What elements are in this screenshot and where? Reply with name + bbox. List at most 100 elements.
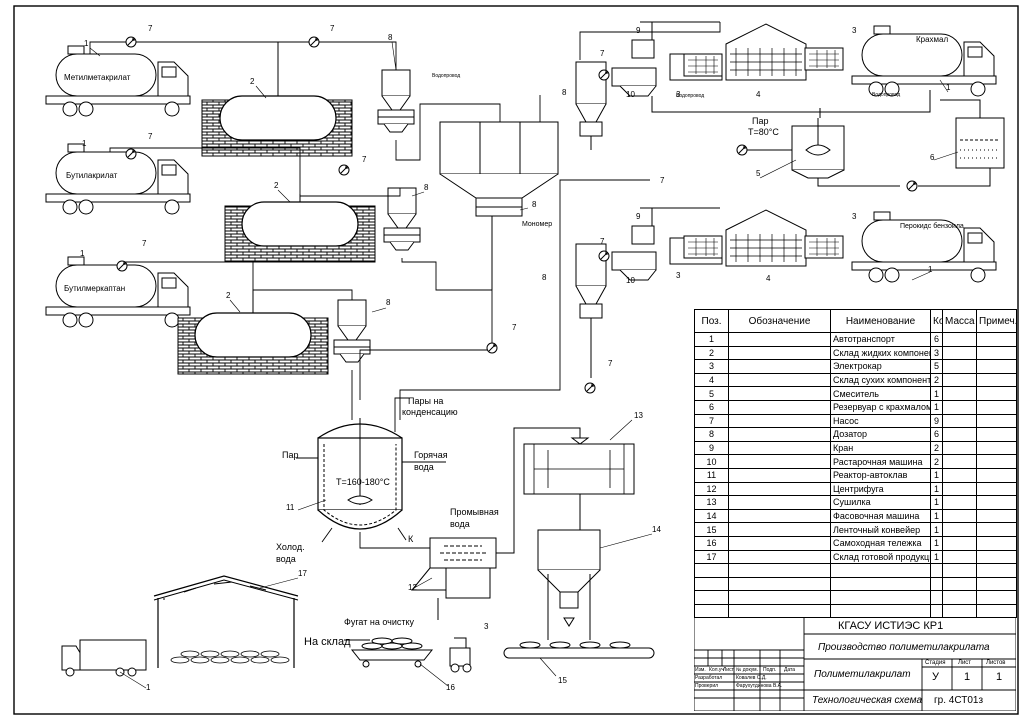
spec-cell-qty: 2 <box>930 440 943 456</box>
spec-cell-designation <box>728 359 831 374</box>
spec-blank-row <box>694 603 1017 619</box>
starch-tank <box>955 117 1005 169</box>
centrifuge: Промывная вода <box>410 427 581 620</box>
spec-cell-pos: 10 <box>694 454 729 469</box>
spec-blank-cell <box>830 590 931 605</box>
spec-blank-cell <box>830 603 931 619</box>
spec-cell-designation <box>728 508 831 524</box>
spec-cell-mass <box>942 549 977 565</box>
spec-cell-designation <box>728 522 831 537</box>
title-block: КГАСУ ИСТИЭС КР1 Производство полиметила… <box>694 617 1016 711</box>
liquid-storage-3 <box>177 304 329 375</box>
spec-cell-pos: 12 <box>694 481 729 497</box>
spec-blank-cell <box>694 563 729 578</box>
dry-line-middle <box>575 207 844 378</box>
svg-text:5: 5 <box>756 169 761 178</box>
svg-text:3: 3 <box>852 212 857 221</box>
spec-cell-note <box>976 427 1017 442</box>
stamp-sheet-label: Лист <box>958 660 972 666</box>
pump-3 <box>125 148 137 160</box>
spec-cell-qty: 1 <box>930 522 943 537</box>
spec-blank-cell <box>930 590 943 605</box>
spec-cell-qty: 3 <box>930 345 943 361</box>
stamp-col-count: Кол.уч <box>709 667 724 673</box>
svg-text:10: 10 <box>626 90 635 99</box>
self-propelled-cart <box>350 637 434 668</box>
pump-2 <box>308 36 320 48</box>
svg-text:7: 7 <box>600 237 605 246</box>
spec-cell-designation <box>728 332 831 347</box>
truck-butylacrylate: Бутилакрилат <box>45 143 191 215</box>
stamp-checked-label: Проверил <box>695 683 719 689</box>
label-butylacrylate: Бутилакрилат <box>66 171 118 180</box>
pump-4 <box>338 164 350 176</box>
spec-cell-pos: 8 <box>694 427 729 442</box>
spec-cell-name: Самоходная тележка <box>830 535 931 551</box>
spec-cell-designation <box>728 413 831 429</box>
svg-text:7: 7 <box>608 359 613 368</box>
spec-cell-mass <box>942 522 977 537</box>
svg-text:11: 11 <box>286 503 295 512</box>
spec-blank-row <box>694 576 1017 592</box>
stamp-org: КГАСУ ИСТИЭС КР1 <box>838 620 944 632</box>
spec-cell-qty: 6 <box>930 332 943 347</box>
spec-cell-designation <box>728 495 831 510</box>
spec-cell-mass <box>942 535 977 551</box>
spec-cell-note <box>976 495 1017 510</box>
spec-blank-cell <box>942 576 977 592</box>
svg-text:7: 7 <box>148 24 153 33</box>
spec-cell-mass <box>942 508 977 524</box>
electrocar <box>449 637 472 673</box>
spec-cell-pos: 15 <box>694 522 729 537</box>
svg-text:2: 2 <box>226 291 231 300</box>
packing-machine <box>537 529 601 640</box>
spec-cell-pos: 2 <box>694 345 729 361</box>
spec-cell-note <box>976 522 1017 537</box>
spec-cell-name: Склад готовой продукции <box>830 549 931 565</box>
spec-blank-row <box>694 590 1017 605</box>
spec-cell-pos: 6 <box>694 399 729 415</box>
spec-cell-qty: 1 <box>930 508 943 524</box>
pump-1 <box>125 36 137 48</box>
label-steam-in: Пар <box>282 450 298 460</box>
spec-blank-cell <box>830 563 931 578</box>
callouts: 1 1 1 7 7 7 7 7 2 2 2 8 8 8 8 8 8 7 7 7 … <box>80 24 951 692</box>
spec-cell-qty: 1 <box>930 481 943 497</box>
svg-text:6: 6 <box>930 153 935 162</box>
spec-blank-row <box>694 563 1017 578</box>
svg-text:4: 4 <box>756 90 761 99</box>
svg-text:1: 1 <box>928 265 933 274</box>
spec-cell-note <box>976 440 1017 456</box>
svg-text:1: 1 <box>146 683 151 692</box>
svg-text:3: 3 <box>852 26 857 35</box>
spec-blank-cell <box>976 603 1017 619</box>
spec-cell-name: Смеситель <box>830 386 931 401</box>
spec-header-qty: Кол. <box>930 309 943 333</box>
svg-text:7: 7 <box>600 49 605 58</box>
stamp-col-sign: Подп. <box>763 667 777 673</box>
doser-2 <box>383 187 421 251</box>
label-note-3: Водопровод <box>676 93 704 99</box>
label-note-1: Водопровод <box>872 92 900 98</box>
svg-text:8: 8 <box>388 33 393 42</box>
stamp-stage: У <box>932 671 939 683</box>
spec-cell-name: Автотранспорт <box>830 332 931 347</box>
spec-cell-name: Растарочная машина <box>830 454 931 469</box>
svg-text:9: 9 <box>636 26 641 35</box>
spec-header-pos: Поз. <box>694 309 729 333</box>
spec-cell-name: Центрифуга <box>830 481 931 497</box>
spec-cell-designation <box>728 549 831 565</box>
svg-text:7: 7 <box>330 24 335 33</box>
spec-cell-mass <box>942 386 977 401</box>
label-mixer-steam-1: Пар <box>752 116 768 126</box>
spec-cell-mass <box>942 413 977 429</box>
spec-cell-note <box>976 535 1017 551</box>
spec-cell-name: Склад сухих компонентов <box>830 372 931 388</box>
svg-text:1: 1 <box>82 139 87 148</box>
spec-cell-designation <box>728 481 831 497</box>
